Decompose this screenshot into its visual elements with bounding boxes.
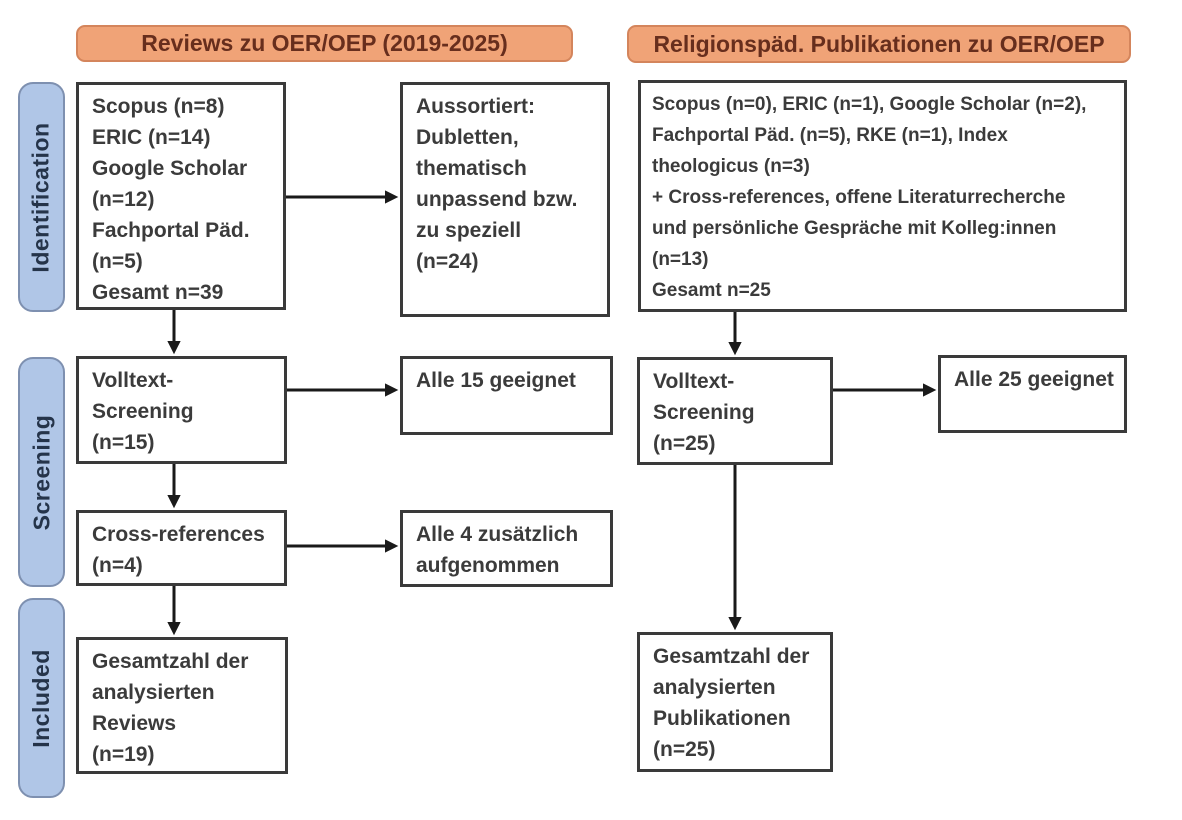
stage-label-identification-text: Identification (28, 121, 54, 273)
header-left-column: Reviews zu OER/OEP (2019-2025) (76, 25, 573, 62)
stage-label-included: Included (18, 598, 65, 798)
box-left-crossref-result: Alle 4 zusätzlich aufgenommen (400, 510, 613, 587)
box-left-fulltext-result: Alle 15 geeignet (400, 356, 613, 435)
box-right-sources-text: Scopus (n=0), ERIC (n=1), Google Scholar… (652, 94, 1087, 301)
box-left-sources-text: Scopus (n=8) ERIC (n=14) Google Scholar … (92, 95, 250, 304)
box-left-fulltext-screening: Volltext- Screening (n=15) (76, 356, 287, 464)
header-left-column-label: Reviews zu OER/OEP (2019-2025) (141, 30, 508, 56)
box-left-included-total: Gesamtzahl der analysierten Reviews (n=1… (76, 637, 288, 774)
box-left-included-total-text: Gesamtzahl der analysierten Reviews (n=1… (92, 650, 249, 766)
box-left-crossref-result-text: Alle 4 zusätzlich aufgenommen (416, 523, 579, 577)
header-right-column: Religionspäd. Publikationen zu OER/OEP (627, 25, 1131, 63)
stage-label-identification: Identification (18, 82, 65, 312)
box-right-fulltext-result-text: Alle 25 geeignet (954, 368, 1114, 391)
box-left-sources: Scopus (n=8) ERIC (n=14) Google Scholar … (76, 82, 286, 310)
box-left-crossref-text: Cross-references (n=4) (92, 523, 265, 577)
stage-label-screening-text: Screening (28, 414, 54, 530)
box-left-crossref: Cross-references (n=4) (76, 510, 287, 586)
box-right-sources: Scopus (n=0), ERIC (n=1), Google Scholar… (638, 80, 1127, 312)
box-left-fulltext-screening-text: Volltext- Screening (n=15) (92, 369, 194, 454)
box-right-fulltext-result: Alle 25 geeignet (938, 355, 1127, 433)
box-right-included-total: Gesamtzahl der analysierten Publikatione… (637, 632, 833, 772)
box-right-fulltext-screening: Volltext- Screening (n=25) (637, 357, 833, 465)
stage-label-screening: Screening (18, 357, 65, 587)
box-right-included-total-text: Gesamtzahl der analysierten Publikatione… (653, 645, 810, 761)
stage-label-included-text: Included (28, 648, 54, 748)
box-right-fulltext-screening-text: Volltext- Screening (n=25) (653, 370, 755, 455)
box-left-excluded-text: Aussortiert: Dubletten, thematisch unpas… (416, 95, 578, 273)
box-left-excluded: Aussortiert: Dubletten, thematisch unpas… (400, 82, 610, 317)
header-right-column-label: Religionspäd. Publikationen zu OER/OEP (653, 30, 1105, 57)
box-left-fulltext-result-text: Alle 15 geeignet (416, 369, 576, 392)
